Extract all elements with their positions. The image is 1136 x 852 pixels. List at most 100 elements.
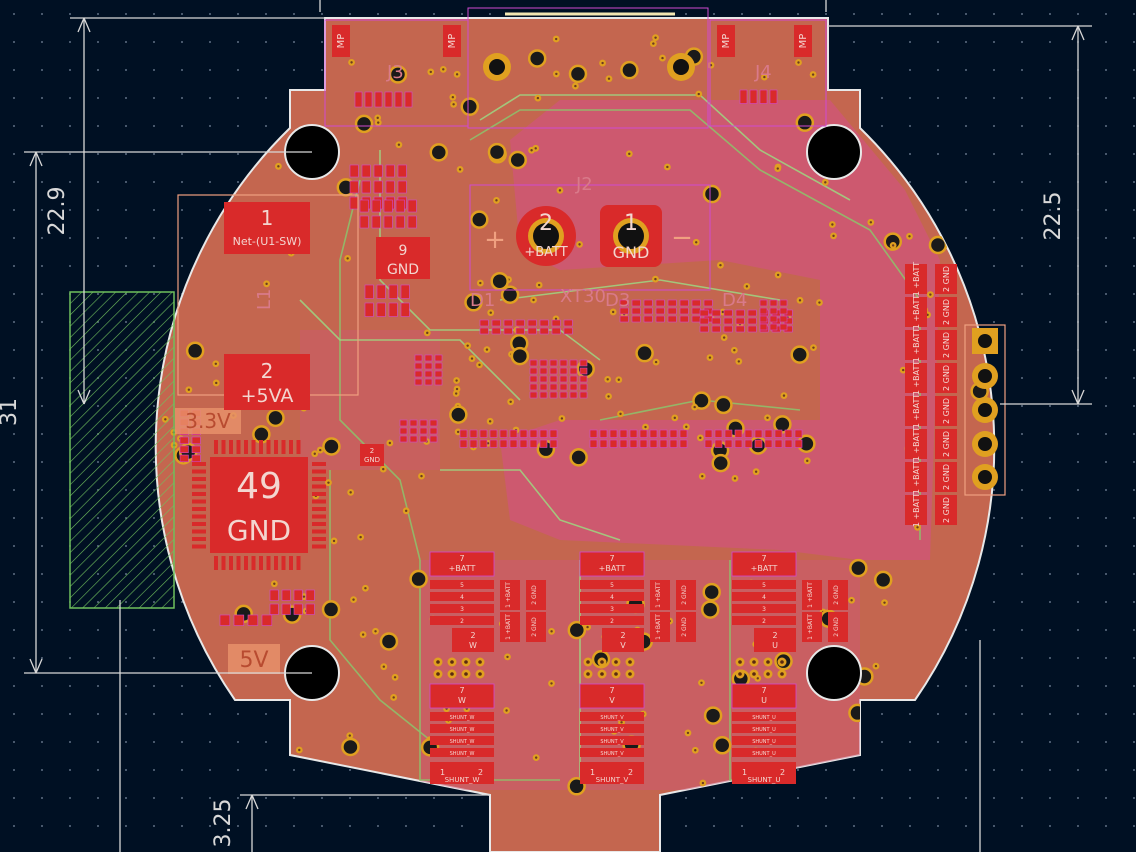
via-hole: [350, 61, 353, 64]
smd-pad: [419, 435, 428, 443]
fet-drain-pad: [579, 551, 645, 577]
via: [527, 49, 547, 68]
shunt-pin-label: SHUNT_U: [752, 715, 776, 721]
mcu-pin: [192, 469, 206, 474]
batt-ground-pad[interactable]: 1 GND: [600, 205, 662, 267]
smd-pad: [395, 199, 405, 213]
via-hole: [708, 356, 712, 359]
smd-pad: [609, 439, 618, 448]
via-hole: [883, 601, 886, 604]
inductor-pad-1[interactable]: 1 Net-(U1-SW): [224, 202, 310, 254]
smd-pad: [469, 439, 478, 448]
via-hole: [495, 199, 498, 202]
smd-pad: [559, 383, 568, 391]
small-gnd-pad[interactable]: 2 GND: [360, 444, 384, 466]
side-cap-label: 1 +BATT: [655, 614, 662, 640]
smd-pad: [699, 317, 709, 325]
smd-pad: [459, 439, 468, 448]
smd-pad: [527, 319, 537, 327]
cap-label: 1 +BATT: [912, 262, 921, 296]
via-hole: [558, 189, 562, 192]
smd-pad: [269, 589, 279, 601]
fet-pin-pad: [732, 580, 796, 589]
smd-pad: [469, 429, 478, 438]
smd-pad: [414, 378, 423, 386]
smd-pad: [779, 307, 788, 315]
fet-pin-label: 7: [609, 686, 614, 695]
smd-pad: [399, 427, 408, 435]
smd-pad: [397, 180, 407, 194]
side-cap-label: 1 +BATT: [807, 614, 814, 640]
copper-pour-left: [300, 330, 440, 470]
smd-pad: [414, 370, 423, 378]
smd-pad: [371, 199, 381, 213]
mounting-hole-bottom-right[interactable]: [806, 645, 862, 701]
smd-pad: [769, 89, 778, 104]
smd-pad: [659, 429, 668, 438]
smd-pad: [734, 439, 743, 448]
via-hole: [397, 143, 401, 146]
inductor-pad-2[interactable]: 2 +5VA: [224, 354, 310, 410]
via-hole: [699, 436, 702, 440]
via-hole: [550, 630, 553, 633]
via-hole: [818, 301, 821, 304]
smd-pad: [579, 367, 588, 375]
smd-pad: [293, 589, 303, 601]
thermal-via-hole: [600, 672, 604, 676]
via: [252, 425, 271, 444]
smd-pad: [519, 439, 528, 448]
via: [567, 620, 587, 640]
connector-silkscreen: [177, 7, 1006, 496]
mcu-pin: [229, 556, 233, 570]
smd-pad: [754, 439, 763, 448]
via-hole: [607, 77, 611, 80]
via-hole: [811, 73, 815, 76]
low-fet-drain-pad: [731, 683, 797, 709]
fet-pin-number: 2: [460, 618, 464, 625]
smd-pad: [679, 307, 689, 315]
via-hole: [489, 311, 492, 314]
smd-pad: [400, 302, 410, 317]
smd-pad: [723, 317, 733, 325]
via-hole: [470, 357, 474, 360]
side-cap-pad: [802, 580, 822, 610]
trace: [329, 470, 431, 741]
via: [470, 210, 489, 229]
via-hole: [685, 425, 688, 429]
svg-text:MP: MP: [336, 34, 347, 49]
via-hole: [721, 310, 725, 314]
smd-pad: [385, 180, 395, 194]
batt-positive-pad[interactable]: 2 +BATT: [516, 206, 576, 266]
ref-l1: L1: [254, 289, 275, 310]
side-cap-pad: [526, 612, 546, 642]
thermal-via-hole: [600, 660, 604, 664]
pad-9-gnd[interactable]: 9 GND: [376, 237, 430, 279]
smd-pad: [747, 317, 757, 325]
smd-pad: [293, 603, 303, 615]
thermal-via-hole: [436, 660, 440, 664]
smd-pad: [691, 299, 701, 307]
smd-pad: [349, 164, 359, 178]
via: [379, 632, 399, 651]
j2-outline: [467, 7, 709, 129]
mcu-pin: [312, 469, 326, 474]
mcu-pin: [214, 440, 218, 454]
cap-pad: [905, 363, 927, 393]
fet-net-label: +BATT: [751, 564, 778, 573]
via-hole: [555, 72, 558, 76]
smd-pad: [749, 89, 758, 104]
fet-pin-pad: [430, 616, 494, 625]
fet-pin-label: 2: [470, 631, 475, 640]
via-hole: [377, 121, 380, 124]
mcu-ground-pad[interactable]: 49 GND: [210, 457, 308, 553]
via: [635, 343, 654, 363]
mcu-pin: [192, 529, 206, 534]
mounting-hole-top-right[interactable]: [806, 124, 862, 180]
mcu-pin: [192, 522, 206, 526]
smd-pad: [305, 589, 315, 601]
via-hole: [619, 412, 622, 416]
